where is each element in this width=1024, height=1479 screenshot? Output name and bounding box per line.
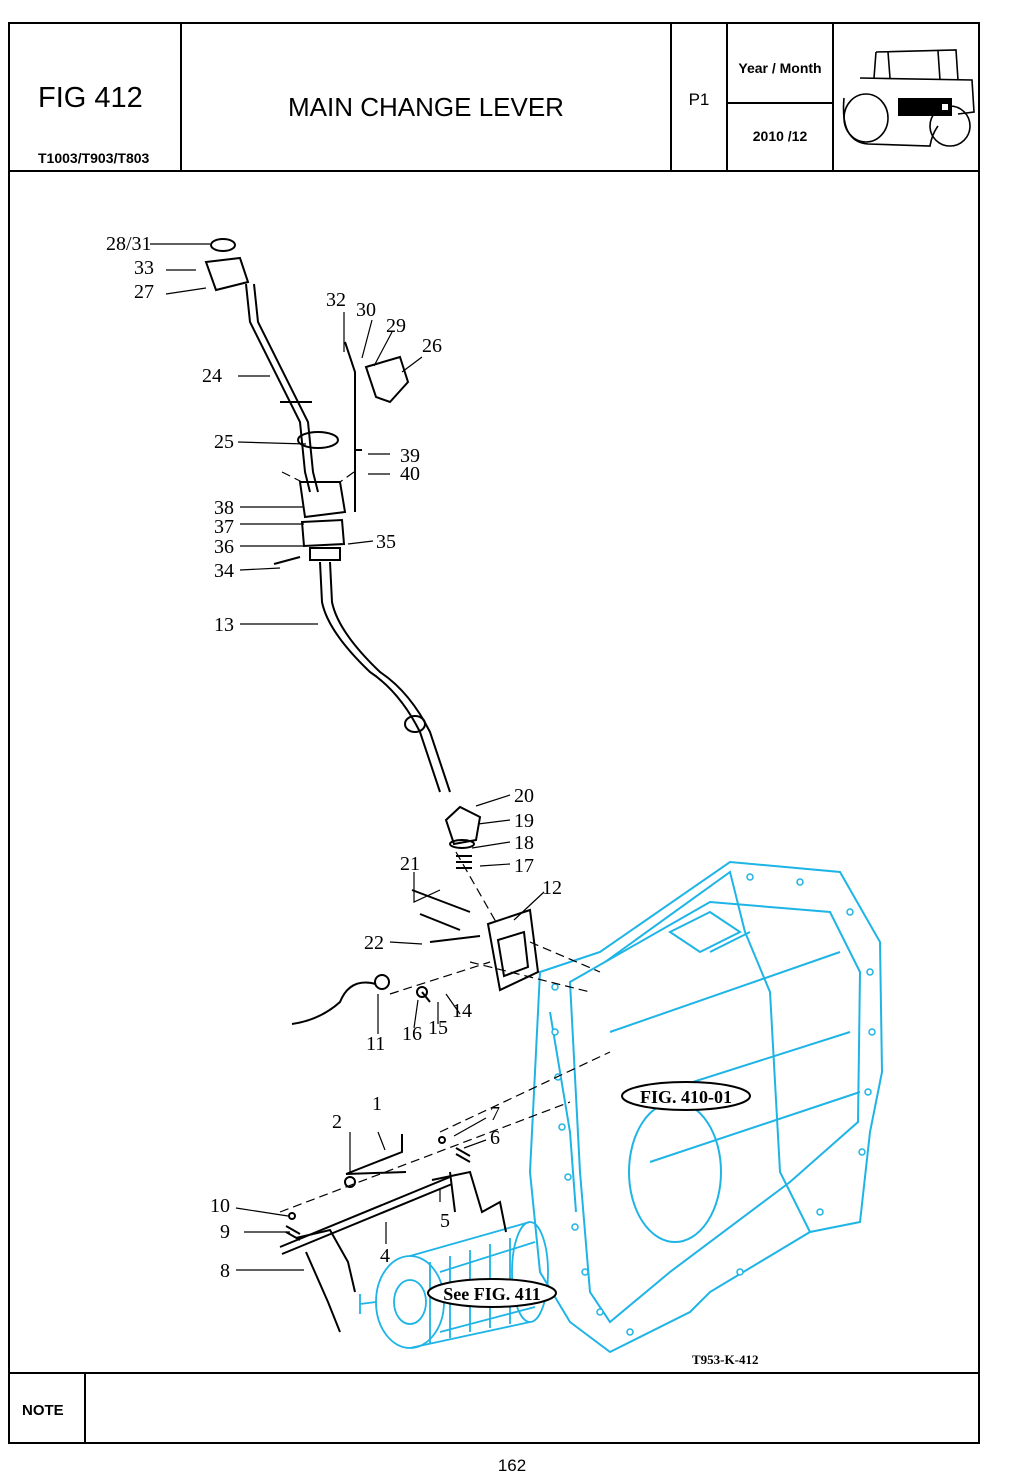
callout-4: 4	[380, 1245, 390, 1267]
callout-39: 39	[400, 445, 420, 467]
callout-21: 21	[400, 853, 420, 875]
leader-lines	[150, 243, 545, 1271]
callout-28-31: 28/31	[106, 233, 152, 255]
note-label: NOTE	[10, 1374, 86, 1442]
callout-6: 6	[490, 1127, 500, 1149]
fig-number: FIG 412	[38, 82, 143, 114]
page-code-cell: P1	[672, 24, 728, 170]
lever-assembly	[204, 238, 540, 1333]
callout-14: 14	[452, 1000, 472, 1022]
callout-27: 27	[134, 281, 154, 303]
callout-16: 16	[402, 1023, 422, 1045]
year-month-label: Year / Month	[738, 60, 822, 76]
note-row: NOTE	[10, 1372, 978, 1442]
callout-22: 22	[364, 932, 384, 954]
header: FIG 412 T1003/T903/T803 MAIN CHANGE LEVE…	[10, 24, 978, 172]
callout-24: 24	[202, 365, 222, 387]
callout-37: 37	[214, 516, 234, 538]
callout-10: 10	[210, 1195, 230, 1217]
callout-33: 33	[134, 257, 154, 279]
callout-19: 19	[514, 810, 534, 832]
parts-diagram: 28/31 33 27 32 30 29 26 24 25 39 40 38 3…	[106, 233, 884, 1367]
page-title: MAIN CHANGE LEVER	[288, 92, 564, 122]
callout-29: 29	[386, 315, 406, 337]
reference-fig-411-label: See FIG. 411	[443, 1284, 541, 1304]
callout-26: 26	[422, 335, 442, 357]
callout-30: 30	[356, 299, 376, 321]
year-month-cell: Year / Month 2010 /12	[728, 24, 834, 170]
transmission-housing	[528, 860, 884, 1354]
fig-cell: FIG 412 T1003/T903/T803	[10, 24, 182, 170]
callout-40: 40	[400, 463, 420, 485]
callout-12: 12	[542, 877, 562, 899]
housing-bolt-holes	[551, 873, 876, 1336]
page-number: 162	[497, 1456, 527, 1475]
callout-11: 11	[366, 1033, 385, 1055]
divider	[728, 102, 832, 104]
callout-13: 13	[214, 614, 234, 636]
callout-1: 1	[372, 1093, 382, 1115]
callout-2: 2	[332, 1111, 342, 1133]
callout-7: 7	[490, 1103, 500, 1125]
callout-18: 18	[514, 832, 534, 854]
tractor-icon	[842, 49, 975, 147]
model-list: T1003/T903/T803	[38, 150, 150, 166]
reference-fig-410: FIG. 410-01	[621, 1081, 751, 1111]
logo-cell	[834, 24, 978, 170]
callout-9: 9	[220, 1221, 230, 1243]
callout-25: 25	[214, 431, 234, 453]
callout-38: 38	[214, 497, 234, 519]
drawing-code: T953-K-412	[692, 1352, 758, 1367]
reference-fig-410-label: FIG. 410-01	[640, 1087, 732, 1107]
callout-35: 35	[376, 531, 396, 553]
callout-5: 5	[440, 1210, 450, 1232]
callout-15: 15	[428, 1017, 448, 1039]
callout-32: 32	[326, 289, 346, 311]
callout-17: 17	[514, 855, 534, 877]
dash-lines	[279, 471, 611, 1213]
callout-numbers: 28/31 33 27 32 30 29 26 24 25 39 40 38 3…	[106, 233, 562, 1282]
reference-fig-411: See FIG. 411	[427, 1278, 557, 1308]
page-frame: FIG 412 T1003/T903/T803 MAIN CHANGE LEVE…	[8, 22, 980, 1444]
callout-20: 20	[514, 785, 534, 807]
callout-36: 36	[214, 536, 234, 558]
callout-34: 34	[214, 560, 234, 582]
callout-8: 8	[220, 1260, 230, 1282]
page-code: P1	[688, 90, 710, 109]
year-month-value: 2010 /12	[752, 128, 808, 144]
title-cell: MAIN CHANGE LEVER	[182, 24, 672, 170]
